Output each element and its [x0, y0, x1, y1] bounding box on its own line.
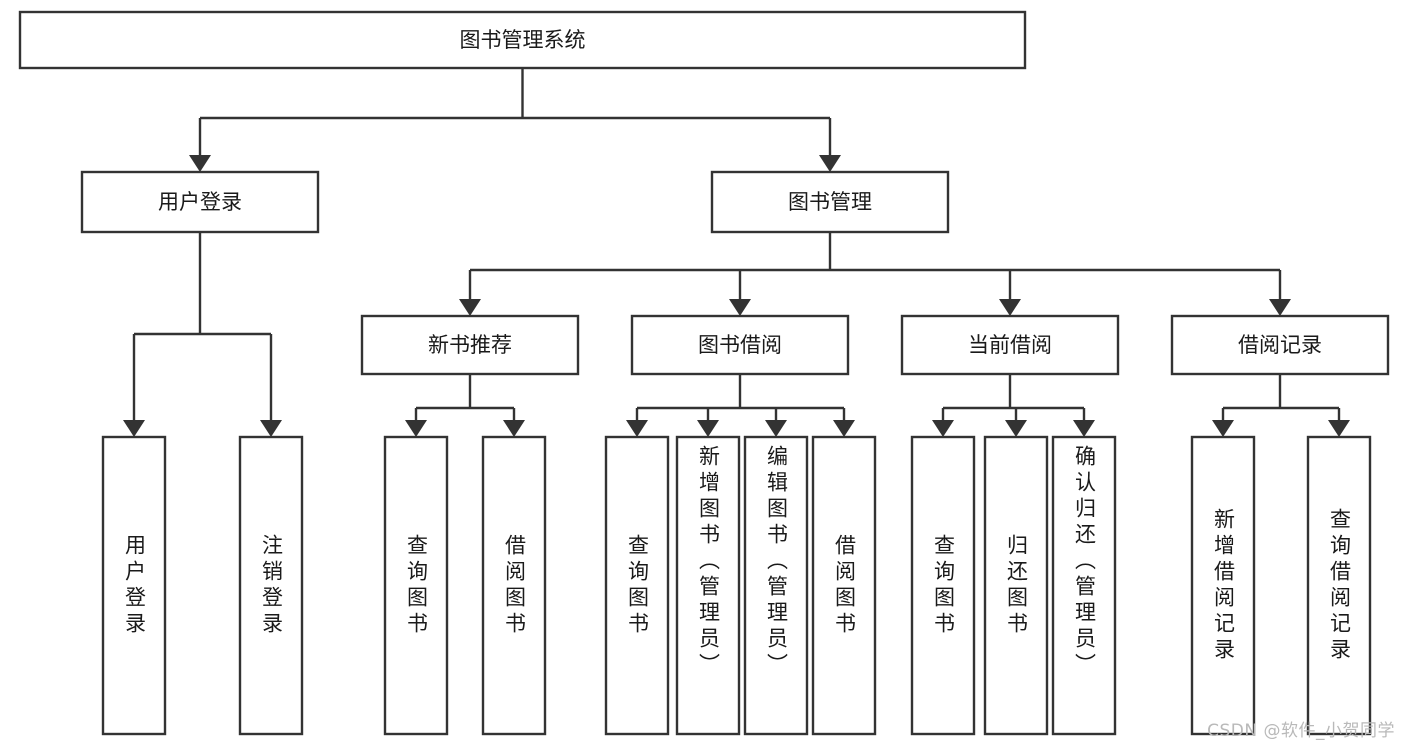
- node-label-vertical-wrap: 查询图书: [625, 533, 650, 638]
- arrowhead-icon: [1005, 420, 1027, 437]
- node-leaf-confirm-return[interactable]: 确认归还（管理员）: [1051, 435, 1117, 736]
- node-label: 归还图书: [1004, 533, 1029, 638]
- arrowhead-icon: [260, 420, 282, 437]
- node-label: 当前借阅: [968, 333, 1052, 357]
- node-label: 查询图书: [625, 533, 650, 638]
- node-label-vertical-wrap: 编辑图书（管理员）: [764, 445, 789, 679]
- connector-layer: [123, 68, 1350, 437]
- node-leaf-return-book[interactable]: 归还图书: [983, 435, 1049, 736]
- node-label: 借阅图书: [832, 533, 857, 638]
- node-label: 借阅记录: [1238, 333, 1322, 357]
- node-leaf-user-login[interactable]: 用户登录: [101, 435, 167, 736]
- arrowhead-icon: [1212, 420, 1234, 437]
- node-leaf-edit-book[interactable]: 编辑图书（管理员）: [743, 435, 809, 736]
- node-layer: 图书管理系统用户登录图书管理新书推荐图书借阅当前借阅借阅记录用户登录注销登录查询…: [18, 10, 1390, 736]
- node-leaf-add-book[interactable]: 新增图书（管理员）: [675, 435, 741, 736]
- node-leaf-query-book-2[interactable]: 查询图书: [604, 435, 670, 736]
- node-leaf-logout[interactable]: 注销登录: [238, 435, 304, 736]
- node-label: 确认归还（管理员）: [1072, 445, 1097, 679]
- node-label-vertical-wrap: 确认归还（管理员）: [1072, 445, 1097, 679]
- node-leaf-borrow-book-1[interactable]: 借阅图书: [481, 435, 547, 736]
- node-label: 编辑图书（管理员）: [764, 445, 789, 679]
- node-borrow-record[interactable]: 借阅记录: [1170, 314, 1390, 376]
- node-label: 查询借阅记录: [1327, 507, 1352, 664]
- node-label: 查询图书: [404, 533, 429, 638]
- node-book-borrow[interactable]: 图书借阅: [630, 314, 850, 376]
- node-root-system[interactable]: 图书管理系统: [18, 10, 1027, 70]
- node-label-vertical-wrap: 查询图书: [404, 533, 429, 638]
- node-label: 新书推荐: [428, 333, 512, 357]
- node-label: 图书管理: [788, 190, 872, 214]
- node-leaf-query-book-3[interactable]: 查询图书: [910, 435, 976, 736]
- arrowhead-icon: [729, 299, 751, 316]
- arrowhead-icon: [1073, 420, 1095, 437]
- node-label: 图书借阅: [698, 333, 782, 357]
- node-label-vertical-wrap: 借阅图书: [502, 533, 527, 638]
- node-new-book-rec[interactable]: 新书推荐: [360, 314, 580, 376]
- arrowhead-icon: [405, 420, 427, 437]
- arrowhead-icon: [697, 420, 719, 437]
- node-label-vertical-wrap: 新增借阅记录: [1211, 507, 1236, 664]
- node-leaf-add-record[interactable]: 新增借阅记录: [1190, 435, 1256, 736]
- arrowhead-icon: [123, 420, 145, 437]
- node-label-vertical-wrap: 查询借阅记录: [1327, 507, 1352, 664]
- node-current-borrow[interactable]: 当前借阅: [900, 314, 1120, 376]
- node-label: 查询图书: [931, 533, 956, 638]
- node-label-vertical-wrap: 注销登录: [259, 533, 284, 638]
- node-leaf-borrow-book-2[interactable]: 借阅图书: [811, 435, 877, 736]
- arrowhead-icon: [1328, 420, 1350, 437]
- node-leaf-query-book-1[interactable]: 查询图书: [383, 435, 449, 736]
- arrowhead-icon: [1269, 299, 1291, 316]
- node-label-vertical-wrap: 查询图书: [931, 533, 956, 638]
- node-leaf-query-record[interactable]: 查询借阅记录: [1306, 435, 1372, 736]
- node-label: 用户登录: [122, 533, 147, 638]
- node-label-vertical-wrap: 归还图书: [1004, 533, 1029, 638]
- arrowhead-icon: [626, 420, 648, 437]
- node-label-vertical-wrap: 用户登录: [122, 533, 147, 638]
- arrowhead-icon: [459, 299, 481, 316]
- arrowhead-icon: [833, 420, 855, 437]
- arrowhead-icon: [819, 155, 841, 172]
- node-label: 新增图书（管理员）: [696, 445, 721, 679]
- node-book-admin[interactable]: 图书管理: [710, 170, 950, 234]
- node-label-vertical-wrap: 新增图书（管理员）: [696, 445, 721, 679]
- node-label: 用户登录: [158, 190, 242, 214]
- node-user-login[interactable]: 用户登录: [80, 170, 320, 234]
- node-label-vertical-wrap: 借阅图书: [832, 533, 857, 638]
- node-label: 新增借阅记录: [1211, 507, 1236, 664]
- arrowhead-icon: [189, 155, 211, 172]
- arrowhead-icon: [932, 420, 954, 437]
- arrowhead-icon: [765, 420, 787, 437]
- node-label: 借阅图书: [502, 533, 527, 638]
- node-label: 图书管理系统: [460, 28, 586, 52]
- arrowhead-icon: [503, 420, 525, 437]
- node-label: 注销登录: [259, 533, 284, 638]
- arrowhead-icon: [999, 299, 1021, 316]
